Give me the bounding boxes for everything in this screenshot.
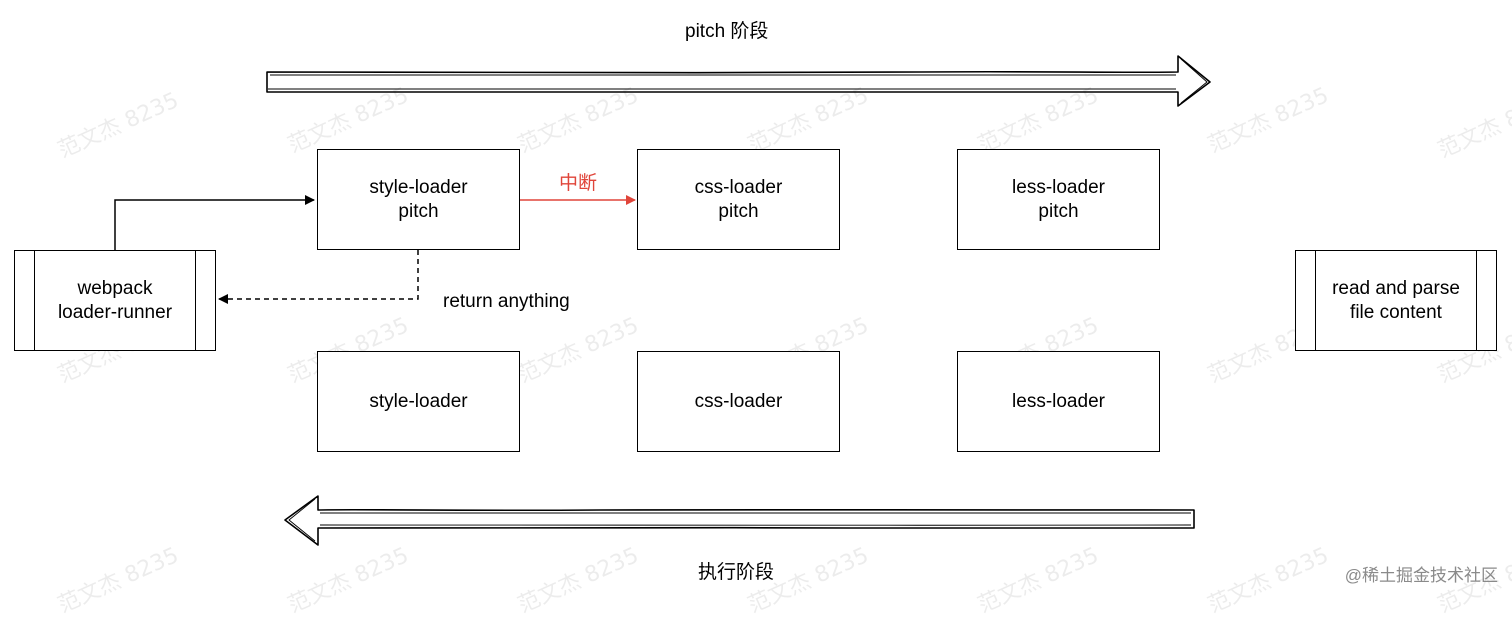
pitch-phase-arrow [266, 55, 1211, 107]
less-loader-pitch-node: less-loader pitch [957, 149, 1160, 250]
css-loader-pitch-node: css-loader pitch [637, 149, 840, 250]
site-credit: @稀土掘金技术社区 [1344, 566, 1498, 585]
node-label: css-loader [694, 390, 783, 412]
interrupt-label: 中断 [559, 173, 598, 194]
node-label-line: webpack [77, 277, 153, 299]
less-loader-node: less-loader [957, 351, 1160, 452]
node-label-line: file content [1350, 301, 1442, 323]
css-loader-node: css-loader [637, 351, 840, 452]
node-label: style-loader [369, 390, 468, 412]
exec-phase-arrow [284, 495, 1195, 546]
style-loader-pitch-node: style-loader pitch [317, 149, 520, 250]
node-label-line: read and parse [1332, 277, 1460, 299]
node-label: less-loader [1012, 390, 1105, 412]
read-parse-node: read and parse file content [1295, 250, 1497, 351]
return-anything-label: return anything [443, 291, 570, 312]
process-bar-right [195, 251, 196, 350]
node-label-line: pitch [1038, 200, 1079, 222]
exec-phase-title: 执行阶段 [698, 562, 775, 583]
loader-runner-label: webpack loader-runner [35, 251, 195, 350]
node-label-line: style-loader [369, 176, 468, 198]
node-label-line: pitch [718, 200, 759, 222]
node-label-line: loader-runner [57, 301, 173, 323]
return-edge [218, 250, 419, 304]
node-label-line: less-loader [1012, 176, 1105, 198]
pitch-phase-title: pitch 阶段 [685, 21, 769, 42]
diagram-canvas [114, 55, 1211, 546]
process-bar-left [34, 251, 35, 350]
runner-to-style-pitch-edge [114, 195, 315, 250]
node-label-line: css-loader [694, 176, 783, 198]
node-label-line: pitch [398, 200, 439, 222]
style-loader-node: style-loader [317, 351, 520, 452]
process-bar-right [1476, 251, 1477, 350]
loader-runner-node: webpack loader-runner [14, 250, 216, 351]
read-parse-label: read and parse file content [1316, 251, 1476, 350]
process-bar-left [1315, 251, 1316, 350]
